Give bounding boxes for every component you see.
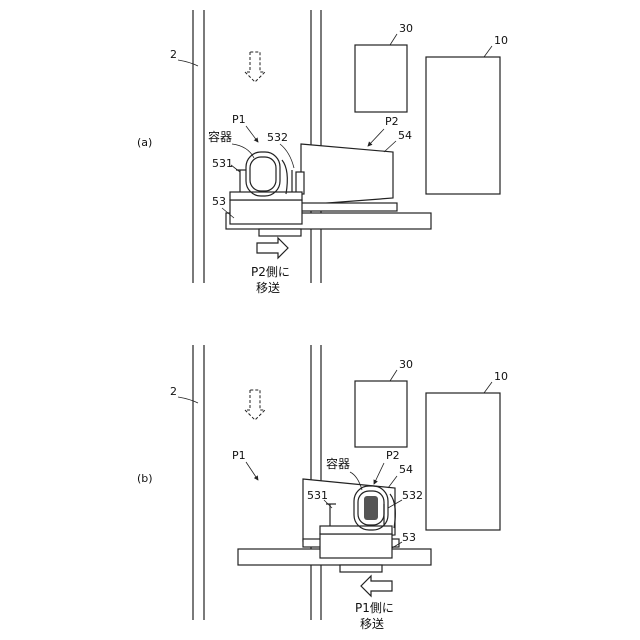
box-30 (355, 381, 407, 447)
housing-54-base (301, 203, 397, 211)
label-10: 10 (494, 370, 508, 383)
carrier-53 (320, 534, 392, 558)
leader-10 (484, 382, 492, 393)
shelf-slot (340, 565, 382, 572)
leader-532 (280, 144, 294, 168)
leader-2 (178, 397, 198, 403)
panel-a: 2 30 10 (a) P1 容器 532 (137, 10, 508, 295)
box-30 (355, 45, 407, 112)
label-p1: P1 (232, 113, 246, 126)
shelf-slot (259, 229, 301, 236)
label-53: 53 (402, 531, 416, 544)
arrow-right-icon (257, 238, 288, 258)
label-30: 30 (399, 22, 413, 35)
label-30: 30 (399, 358, 413, 371)
dashed-down-arrow-icon (245, 390, 265, 420)
box-10 (426, 393, 500, 530)
label-p2: P2 (385, 115, 399, 128)
label-53: 53 (212, 195, 226, 208)
label-54: 54 (399, 463, 413, 476)
container-contents (364, 496, 378, 520)
leader-p1 (246, 126, 258, 142)
move-text-line2: 移送 (256, 280, 280, 295)
housing-54 (301, 144, 393, 205)
container-outer (246, 152, 280, 196)
label-panel-b: (b) (137, 472, 153, 485)
leader-54 (384, 141, 396, 152)
container-inner (250, 157, 276, 191)
label-p2: P2 (386, 449, 400, 462)
leader-54 (388, 476, 397, 488)
label-531: 531 (212, 157, 233, 170)
move-text-line1: P2側に (251, 265, 290, 279)
container-tab (282, 160, 287, 194)
leader-30 (390, 370, 397, 381)
label-p1: P1 (232, 449, 246, 462)
leader-p2 (374, 463, 384, 484)
label-532: 532 (402, 489, 423, 502)
move-text-line1: P1側に (355, 601, 394, 615)
dashed-down-arrow-icon (245, 52, 265, 82)
label-container: 容器 (326, 456, 350, 471)
label-532: 532 (267, 131, 288, 144)
arrow-left-icon (361, 576, 392, 596)
label-531: 531 (307, 489, 328, 502)
label-54: 54 (398, 129, 412, 142)
leader-p2 (368, 129, 384, 146)
label-10: 10 (494, 34, 508, 47)
leader-2 (178, 60, 198, 66)
move-text-line2: 移送 (360, 616, 384, 631)
carrier-53 (230, 200, 302, 224)
leader-p1 (246, 462, 258, 480)
label-panel-a: (a) (137, 136, 152, 149)
label-container: 容器 (208, 129, 232, 144)
label-2: 2 (170, 385, 177, 398)
leader-10 (484, 46, 492, 57)
panel-b: 2 30 10 (b) P1 容器 P2 54 (137, 345, 508, 631)
box-10 (426, 57, 500, 194)
housing-54-flange (296, 172, 304, 194)
leader-30 (390, 34, 397, 45)
label-2: 2 (170, 48, 177, 61)
